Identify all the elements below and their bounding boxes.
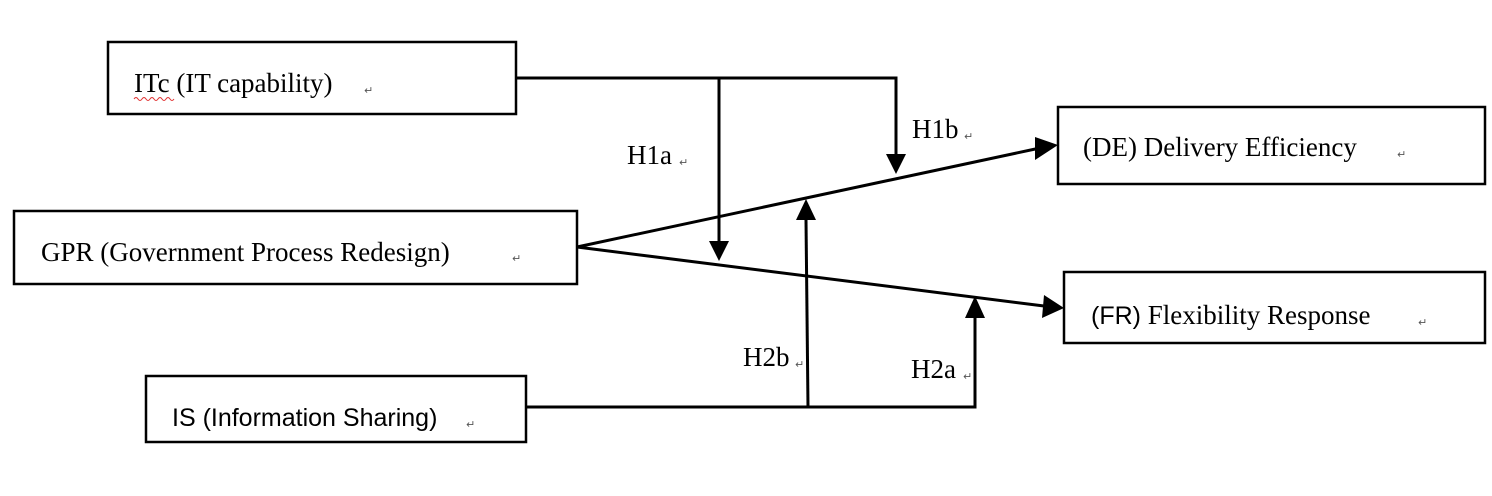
fr-paragraph-mark: ↵: [1418, 316, 1427, 329]
gpr-paragraph-mark: ↵: [512, 252, 521, 265]
h2a-paragraph-mark: ↵: [963, 370, 972, 383]
itc-connector: [516, 76, 898, 158]
h2a-arrowhead: [965, 296, 985, 318]
h1a-label: H1a: [627, 140, 672, 170]
fr-box: [1062, 270, 1487, 345]
gpr-de-path: [576, 146, 1041, 249]
spellcheck-underline: [133, 97, 175, 101]
h2b-paragraph-mark: ↵: [795, 358, 804, 371]
is-h2b-connector: [804, 219, 810, 408]
fr-label-rest: Flexibility Response: [1141, 300, 1371, 330]
itc-abbr: ITc: [134, 68, 170, 98]
h2b-label: H2b: [743, 342, 790, 372]
h1a-arrowhead: [709, 241, 729, 261]
de-arrowhead: [1035, 137, 1058, 160]
h2b-arrowhead: [796, 199, 816, 220]
gpr-fr-path: [576, 245, 1045, 308]
de-box: [1056, 105, 1487, 186]
fr-abbr: (FR): [1091, 302, 1141, 330]
gpr-box: [12, 209, 579, 286]
itc-label: ITc (IT capability): [134, 68, 333, 98]
is-connector: [526, 318, 977, 409]
de-label: (DE) Delivery Efficiency: [1083, 132, 1357, 162]
itc-box: [106, 40, 518, 116]
itc-label-rest: (IT capability): [170, 68, 333, 98]
h1b-label: H1b: [912, 114, 959, 144]
h2a-label: H2a: [911, 354, 956, 384]
h1a-paragraph-mark: ↵: [679, 156, 688, 169]
is-label: IS (Information Sharing): [172, 404, 437, 432]
h1b-paragraph-mark: ↵: [964, 130, 973, 143]
is-paragraph-mark: ↵: [466, 418, 475, 431]
h1b-arrowhead: [886, 154, 906, 174]
fr-label: (FR) Flexibility Response: [1091, 300, 1371, 330]
itc-paragraph-mark: ↵: [364, 84, 373, 97]
is-box: [144, 374, 528, 444]
fr-arrowhead: [1042, 295, 1064, 318]
gpr-label: GPR (Government Process Redesign): [41, 237, 450, 267]
de-paragraph-mark: ↵: [1397, 148, 1406, 161]
